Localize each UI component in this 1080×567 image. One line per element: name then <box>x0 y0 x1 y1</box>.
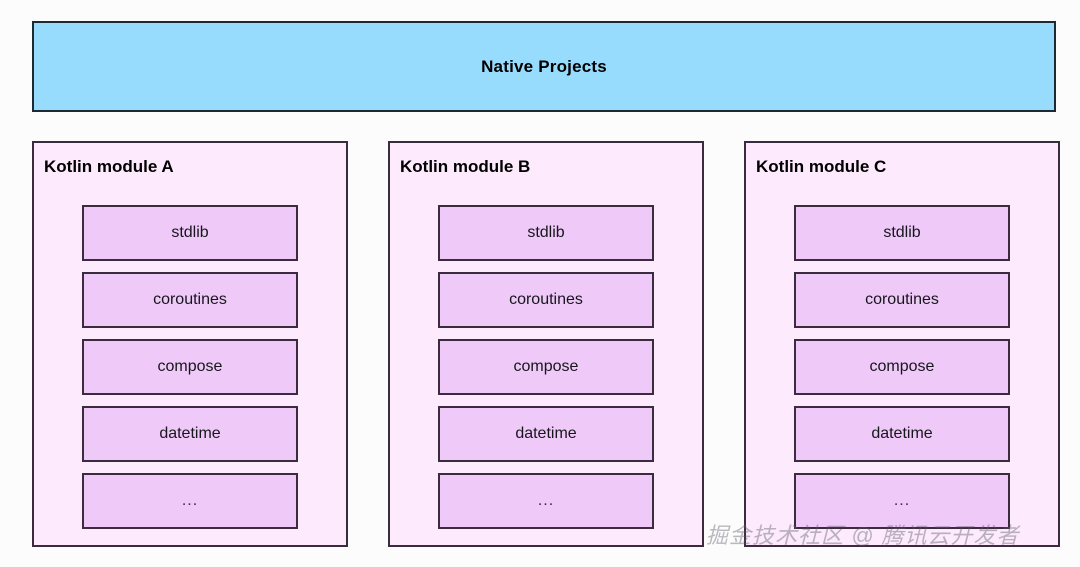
native-projects-label: Native Projects <box>481 56 607 76</box>
module-item-label: compose <box>513 358 579 375</box>
module-item-label: ... <box>537 492 555 509</box>
module-item-label: stdlib <box>883 224 921 241</box>
kotlin-module-c-title: Kotlin module C <box>756 157 887 176</box>
module-item-label: ... <box>893 492 911 509</box>
kotlin-module-a: Kotlin module A stdlib coroutines compos… <box>32 141 348 547</box>
kotlin-module-c-items: stdlib coroutines compose datetime ... <box>794 205 1010 529</box>
module-item-label: datetime <box>871 425 933 442</box>
module-item-label: compose <box>157 358 223 375</box>
module-item: datetime <box>794 406 1010 462</box>
kotlin-modules-row: Kotlin module A stdlib coroutines compos… <box>32 141 1060 547</box>
module-item: coroutines <box>82 272 298 328</box>
module-item-label: datetime <box>515 425 577 442</box>
module-item-label: datetime <box>159 425 221 442</box>
module-item: compose <box>438 339 654 395</box>
module-item-more: ... <box>438 473 654 529</box>
native-projects-banner: Native Projects <box>32 21 1056 112</box>
module-item-more: ... <box>794 473 1010 529</box>
module-item: compose <box>82 339 298 395</box>
module-item: stdlib <box>82 205 298 261</box>
kotlin-module-b-title: Kotlin module B <box>400 157 531 176</box>
module-item-label: coroutines <box>509 291 583 308</box>
module-item-label: coroutines <box>153 291 227 308</box>
kotlin-module-a-items: stdlib coroutines compose datetime ... <box>82 205 298 529</box>
kotlin-module-a-title: Kotlin module A <box>44 157 174 176</box>
module-item: compose <box>794 339 1010 395</box>
module-item-label: coroutines <box>865 291 939 308</box>
module-item-more: ... <box>82 473 298 529</box>
module-item: stdlib <box>794 205 1010 261</box>
module-item-label: stdlib <box>527 224 565 241</box>
kotlin-module-b: Kotlin module B stdlib coroutines compos… <box>388 141 704 547</box>
module-item-label: ... <box>181 492 199 509</box>
module-item: datetime <box>438 406 654 462</box>
module-item-label: compose <box>869 358 935 375</box>
module-item: coroutines <box>438 272 654 328</box>
module-item: stdlib <box>438 205 654 261</box>
module-item: coroutines <box>794 272 1010 328</box>
kotlin-module-b-items: stdlib coroutines compose datetime ... <box>438 205 654 529</box>
module-item-label: stdlib <box>171 224 209 241</box>
module-item: datetime <box>82 406 298 462</box>
kotlin-module-c: Kotlin module C stdlib coroutines compos… <box>744 141 1060 547</box>
